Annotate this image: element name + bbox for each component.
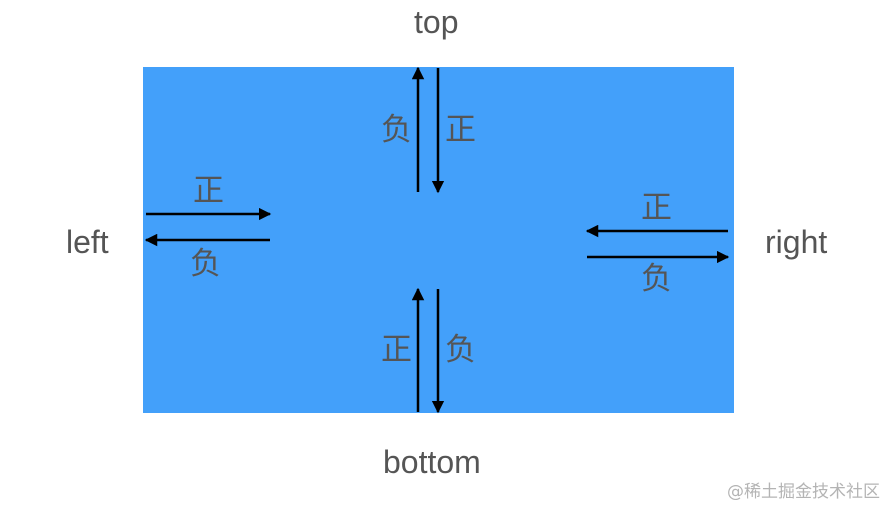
watermark: @稀土掘金技术社区 (727, 482, 880, 502)
sign-top-positive: 正 (445, 112, 476, 148)
label-top: top (414, 4, 459, 40)
sign-bottom-negative: 负 (445, 332, 476, 368)
label-bottom: bottom (383, 444, 481, 480)
sign-left-negative: 负 (190, 246, 221, 282)
label-left: left (66, 224, 109, 260)
label-right: right (765, 224, 828, 260)
sign-left-positive: 正 (193, 173, 224, 209)
sign-bottom-positive: 正 (381, 332, 412, 368)
sign-top-negative: 负 (381, 112, 412, 148)
sign-right-negative: 负 (641, 261, 672, 297)
sign-right-positive: 正 (641, 190, 672, 226)
